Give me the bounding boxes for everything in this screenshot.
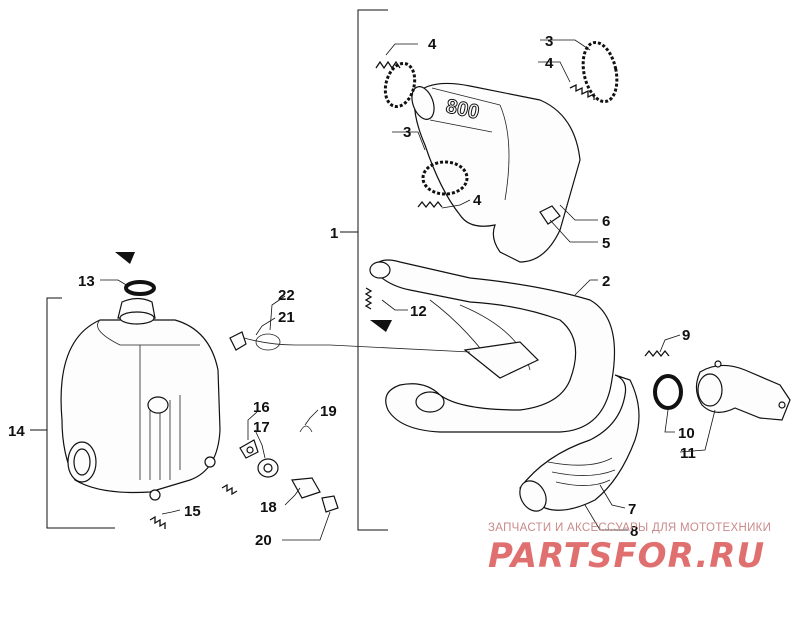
callout-5: 5 (602, 235, 610, 252)
bracket-group-14 (30, 297, 115, 529)
callout-16: 16 (253, 399, 270, 416)
callout-13: 13 (78, 273, 95, 290)
muffler-gasket (124, 280, 156, 296)
callout-4: 4 (428, 36, 437, 53)
callout-10: 10 (678, 425, 695, 442)
arrow-marker-lower (370, 320, 392, 332)
callout-21: 21 (278, 309, 295, 326)
callout-17: 17 (253, 419, 270, 436)
callout-3: 3 (403, 124, 411, 141)
callout-19: 19 (320, 403, 337, 420)
callout-14: 14 (8, 423, 25, 440)
callout-4: 4 (473, 192, 482, 209)
heat-shield: 800 (411, 82, 581, 263)
callout-18: 18 (260, 499, 277, 516)
exhaust-pipe (369, 259, 616, 433)
leader-lines (100, 39, 716, 541)
callout-3: 3 (545, 33, 553, 50)
y-pipe (519, 374, 640, 512)
watermark-logo: PARTSFOR.RU (488, 536, 766, 576)
clamp-mid (421, 160, 469, 196)
callout-8: 8 (630, 523, 638, 540)
gasket (653, 374, 683, 410)
callout-20: 20 (255, 532, 272, 549)
callout-6: 6 (602, 213, 610, 230)
callout-22: 22 (278, 287, 295, 304)
decal (539, 205, 561, 225)
callout-9: 9 (682, 327, 690, 344)
clamp-top-left (383, 61, 417, 109)
callout-4: 4 (545, 55, 554, 72)
watermark: ЗАПЧАСТИ И АКСЕССУАРЫ ДЛЯ МОТОТЕХНИКИ PA… (488, 522, 788, 592)
callout-1: 1 (330, 225, 338, 242)
manifold (695, 360, 791, 421)
springs (149, 60, 670, 529)
sensor-assembly (229, 331, 471, 513)
callout-12: 12 (410, 303, 427, 320)
callout-11: 11 (680, 445, 696, 462)
watermark-caption: ЗАПЧАСТИ И АКСЕССУАРЫ ДЛЯ МОТОТЕХНИКИ (488, 522, 772, 534)
callout-15: 15 (184, 503, 201, 520)
muffler (60, 297, 221, 501)
clamp-top-right (581, 40, 619, 104)
callout-2: 2 (602, 273, 610, 290)
arrow-marker-upper (115, 252, 135, 264)
callout-7: 7 (628, 501, 636, 518)
bracket-group-1 (340, 9, 388, 531)
